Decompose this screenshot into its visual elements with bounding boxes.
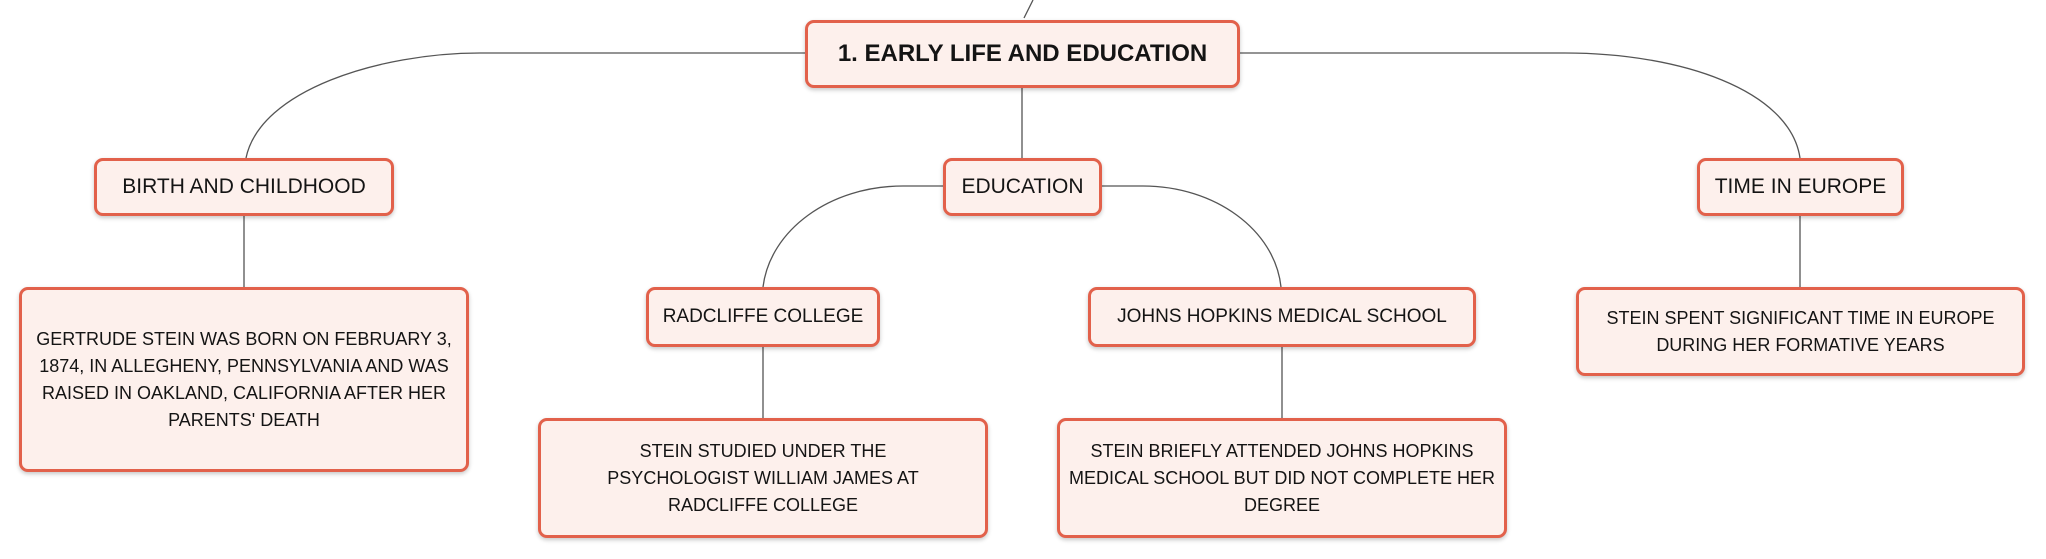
connector-education-to-radcliffe [762, 185, 943, 288]
detail-time-in-europe[interactable]: STEIN SPENT SIGNIFICANT TIME IN EUROPE D… [1576, 287, 2025, 376]
topic-johns-hopkins-medical-school[interactable]: JOHNS HOPKINS MEDICAL SCHOOL [1088, 287, 1476, 347]
detail-johns-hopkins-medical-school[interactable]: STEIN BRIEFLY ATTENDED JOHNS HOPKINS MED… [1057, 418, 1507, 538]
topic-time-in-europe[interactable]: TIME IN EUROPE [1697, 158, 1904, 216]
topic-johns-hopkins-medical-school-label: JOHNS HOPKINS MEDICAL SCHOOL [1117, 306, 1447, 327]
topic-birth-and-childhood[interactable]: BIRTH AND CHILDHOOD [94, 158, 394, 216]
root-topic-label: 1. EARLY LIFE AND EDUCATION [837, 40, 1208, 67]
detail-birth-and-childhood-text: GERTRUDE STEIN WAS BORN ON FEBRUARY 3, 1… [36, 328, 452, 430]
topic-birth-and-childhood-label: BIRTH AND CHILDHOOD [122, 175, 366, 198]
topic-radcliffe-college-label: RADCLIFFE COLLEGE [662, 306, 864, 327]
connector-root-to-europe [1240, 52, 1801, 159]
detail-johns-hopkins-medical-school-text: STEIN BRIEFLY ATTENDED JOHNS HOPKINS MED… [1068, 440, 1496, 515]
connector-root-to-birth [245, 52, 805, 159]
connector-parent-to-root [1023, 0, 1034, 19]
detail-time-in-europe-text: STEIN SPENT SIGNIFICANT TIME IN EUROPE D… [1606, 307, 1995, 355]
detail-radcliffe-college-text: STEIN STUDIED UNDER THE PSYCHOLOGIST WIL… [607, 440, 919, 515]
connector-education-to-hopkins [1102, 185, 1282, 288]
topic-radcliffe-college[interactable]: RADCLIFFE COLLEGE [646, 287, 880, 347]
root-topic[interactable]: 1. EARLY LIFE AND EDUCATION [805, 20, 1240, 88]
detail-radcliffe-college[interactable]: STEIN STUDIED UNDER THE PSYCHOLOGIST WIL… [538, 418, 988, 538]
topic-education[interactable]: EDUCATION [943, 158, 1102, 216]
topic-time-in-europe-label: TIME IN EUROPE [1714, 175, 1887, 198]
topic-education-label: EDUCATION [961, 175, 1084, 198]
detail-birth-and-childhood[interactable]: GERTRUDE STEIN WAS BORN ON FEBRUARY 3, 1… [19, 287, 469, 472]
